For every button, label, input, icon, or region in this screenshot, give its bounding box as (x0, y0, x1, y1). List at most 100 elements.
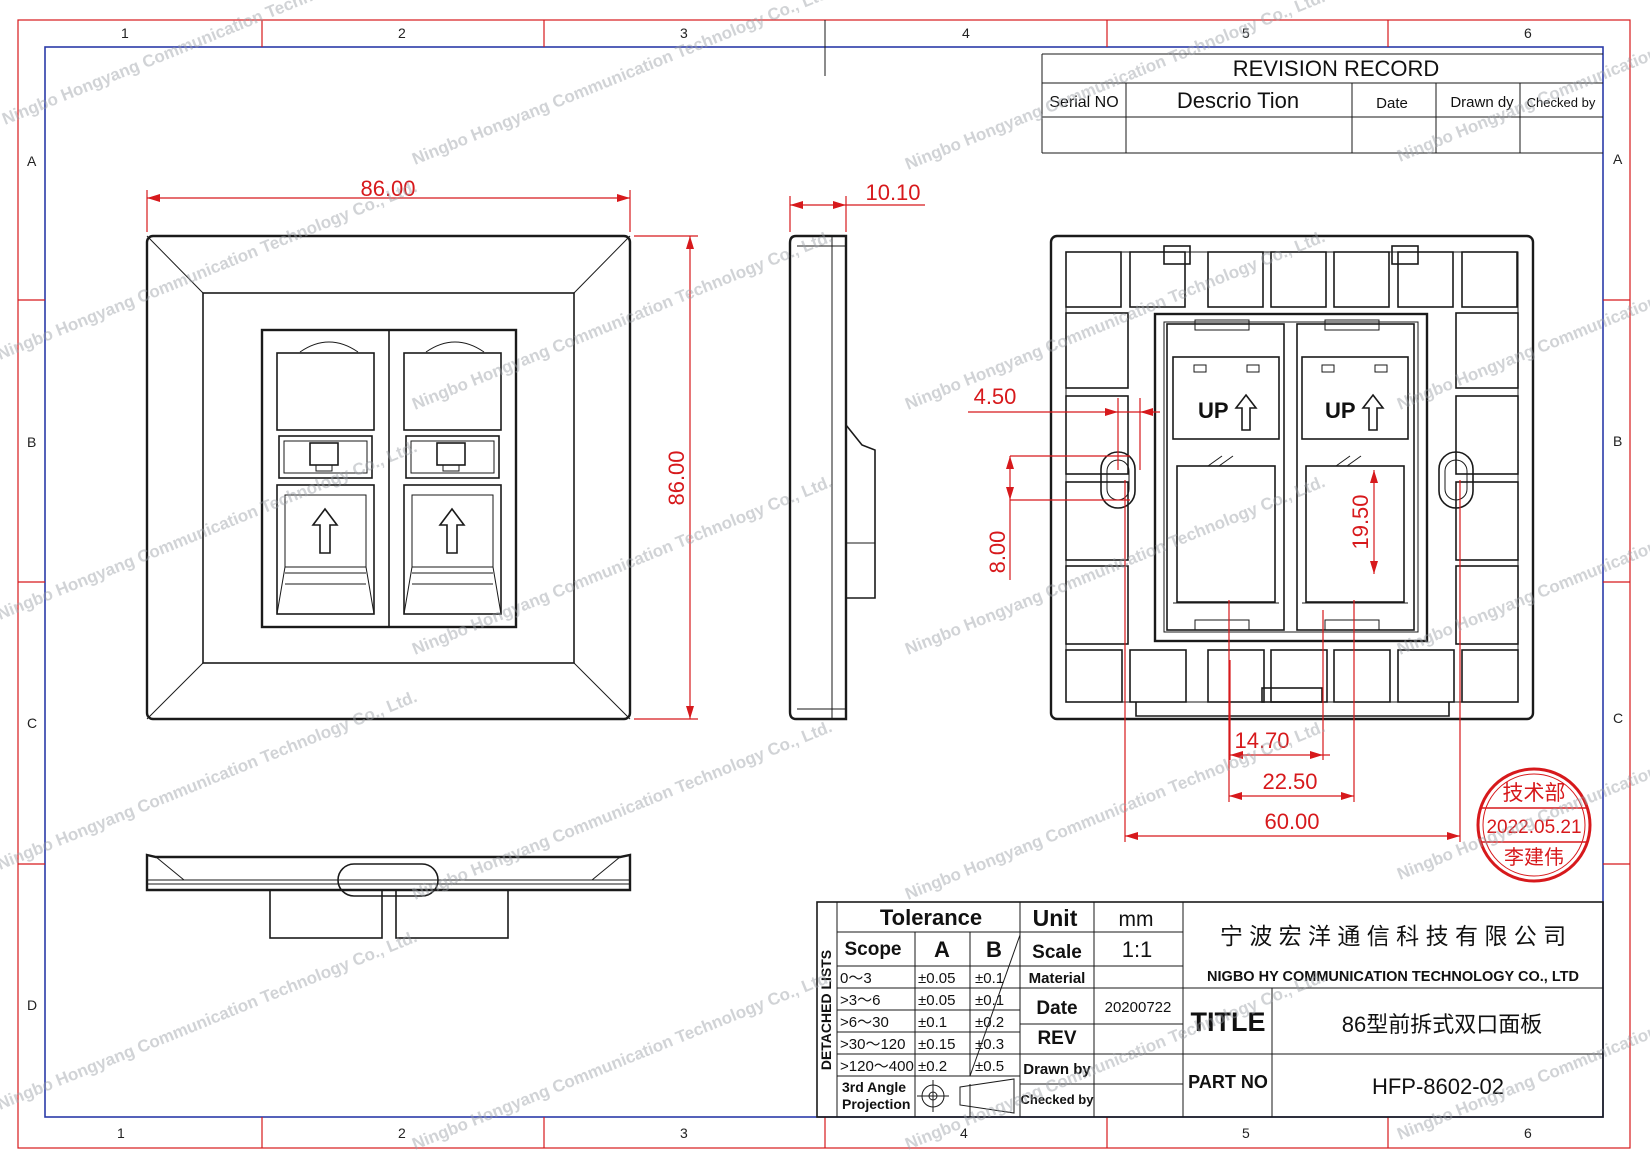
date-label: Date (1036, 998, 1077, 1019)
watermark-6: Ningbo Hongyang Communication Technology… (409, 227, 834, 414)
rev-header-description: Descrio Tion (1177, 88, 1299, 113)
date-value: 20200722 (1105, 999, 1172, 1016)
watermark-2: Ningbo Hongyang Communication Technology… (409, 0, 834, 169)
watermark-17: Ningbo Hongyang Communication Technology… (0, 927, 420, 1114)
tol-row-4-scope: >30～120 (840, 1036, 905, 1053)
zone-top-4: 4 (962, 25, 970, 41)
zone-top-2: 2 (398, 25, 406, 41)
revision-record: REVISION RECORD Serial NO Descrio Tion D… (1041, 53, 1603, 154)
zone-top-3: 3 (680, 25, 688, 41)
front-port-right (403, 341, 502, 615)
zone-top-5: 5 (1242, 25, 1250, 41)
front-view (145, 234, 632, 721)
dim-hole-offset: 4.50 (974, 384, 1017, 409)
revision-title: REVISION RECORD (1233, 56, 1440, 81)
dim-side-depth: 10.10 (865, 180, 920, 205)
checked-by-label: Checked by (1021, 1092, 1095, 1107)
tol-row-5-scope: >120～400 (840, 1058, 914, 1075)
tol-row-2-a: ±0.05 (918, 992, 955, 1009)
tol-row-1-b: ±0.1 (975, 970, 1004, 987)
zone-labels: 1 2 3 4 5 6 1 2 3 4 5 6 A B C D A B C (27, 25, 1623, 1141)
zone-bottom-2: 2 (398, 1125, 406, 1141)
zone-top-1: 1 (121, 25, 129, 41)
zone-bottom-5: 5 (1242, 1125, 1250, 1141)
watermark-18: Ningbo Hongyang Communication Technology… (409, 967, 834, 1154)
watermark-5: Ningbo Hongyang Communication Technology… (0, 177, 420, 364)
part-no-label: PART NO (1188, 1072, 1268, 1092)
watermark-4: Ningbo Hongyang Communication Technology (1394, 6, 1650, 166)
watermark-7: Ningbo Hongyang Communication Technology… (902, 227, 1327, 414)
title-label: TITLE (1191, 1007, 1266, 1037)
tol-row-3-b: ±0.2 (975, 1014, 1004, 1031)
rear-port-left: UP (1166, 319, 1285, 631)
zone-bottom-1: 1 (117, 1125, 125, 1141)
rear-right-up-label: UP (1325, 398, 1356, 423)
zone-top-6: 6 (1524, 25, 1532, 41)
stamp-dept: 技术部 (1503, 782, 1566, 805)
company-name-cn: 宁 波 宏 洋 通 信 科 技 有 限 公 司 (1220, 923, 1566, 949)
projection-label-1: 3rd Angle (842, 1079, 906, 1095)
tolerance-header-scope: Scope (844, 939, 901, 960)
rear-dimensions: 4.50 8.00 19.50 14.70 22.50 60.00 (968, 384, 1461, 842)
tol-row-3-scope: >6～30 (840, 1014, 889, 1031)
company-name-en: NIGBO HY COMMUNICATION TECHNOLOGY CO., L… (1207, 969, 1579, 985)
scale-label: Scale (1032, 942, 1082, 963)
unit-label: Unit (1033, 905, 1078, 931)
zone-right-B: B (1613, 433, 1622, 449)
drawn-by-label: Drawn by (1023, 1061, 1091, 1078)
stamp-date: 2022.05.21 (1486, 817, 1581, 838)
front-dimensions: 86.00 86.00 (146, 176, 698, 720)
zone-left-C: C (27, 715, 37, 731)
zone-bottom-4: 4 (960, 1125, 968, 1141)
rev-header-date: Date (1376, 95, 1408, 112)
watermark-12: Ningbo Hongyang Communication Technology (1394, 499, 1650, 659)
dim-port-height: 19.50 (1348, 494, 1373, 549)
title-value: 86型前拆式双口面板 (1342, 1012, 1542, 1037)
rev-label: REV (1037, 1028, 1076, 1049)
approval-stamp: 技术部 2022.05.21 李建伟 (1476, 767, 1592, 883)
tolerance-header-b: B (986, 937, 1002, 962)
watermark-14: Ningbo Hongyang Communication Technology… (409, 717, 834, 904)
tol-row-2-b: ±0.1 (975, 992, 1004, 1009)
dim-hole-height: 8.00 (985, 531, 1010, 574)
scale-value: 1:1 (1122, 937, 1153, 962)
material-label: Material (1029, 970, 1086, 987)
bottom-view (145, 853, 632, 939)
detached-lists-label: DETACHED LISTS (818, 950, 834, 1070)
stamp-name: 李建伟 (1504, 846, 1564, 869)
tol-row-5-a: ±0.2 (918, 1058, 947, 1075)
tol-row-4-a: ±0.15 (918, 1036, 955, 1053)
tol-row-5-b: ±0.5 (975, 1058, 1004, 1075)
zone-left-A: A (27, 153, 37, 169)
tol-row-3-a: ±0.1 (918, 1014, 947, 1031)
zone-right-C: C (1613, 710, 1623, 726)
tol-row-1-a: ±0.05 (918, 970, 955, 987)
part-no-value: HFP-8602-02 (1372, 1074, 1504, 1099)
zone-right-A: A (1613, 151, 1623, 167)
dim-hole-spacing: 60.00 (1264, 809, 1319, 834)
watermark-13: Ningbo Hongyang Communication Technology… (0, 687, 420, 874)
watermark-19: Ningbo Hongyang Communication Technology… (902, 967, 1327, 1154)
tolerance-header-a: A (934, 937, 950, 962)
rear-view: UP UP (1049, 234, 1535, 721)
unit-value: mm (1119, 908, 1154, 931)
zone-left-B: B (27, 434, 36, 450)
rear-left-up-label: UP (1198, 398, 1229, 423)
dim-front-width: 86.00 (360, 176, 415, 201)
rev-header-drawn: Drawn dy (1450, 94, 1514, 111)
zone-bottom-6: 6 (1524, 1125, 1532, 1141)
rear-port-right: UP (1296, 319, 1415, 631)
tolerance-title: Tolerance (880, 905, 982, 930)
watermark-9: Ningbo Hongyang Communication Technology… (0, 437, 420, 624)
rev-header-serial: Serial NO (1049, 94, 1118, 111)
dim-front-height: 86.00 (664, 450, 689, 505)
third-angle-projection-icon (917, 1078, 1015, 1114)
tol-row-2-scope: >3～6 (840, 992, 880, 1009)
zone-bottom-3: 3 (680, 1125, 688, 1141)
tol-row-1-scope: 0～3 (840, 970, 872, 987)
rev-header-checked: Checked by (1527, 95, 1596, 110)
dim-port-pitch: 22.50 (1262, 769, 1317, 794)
zone-left-D: D (27, 997, 37, 1013)
projection-label-2: Projection (842, 1096, 910, 1112)
